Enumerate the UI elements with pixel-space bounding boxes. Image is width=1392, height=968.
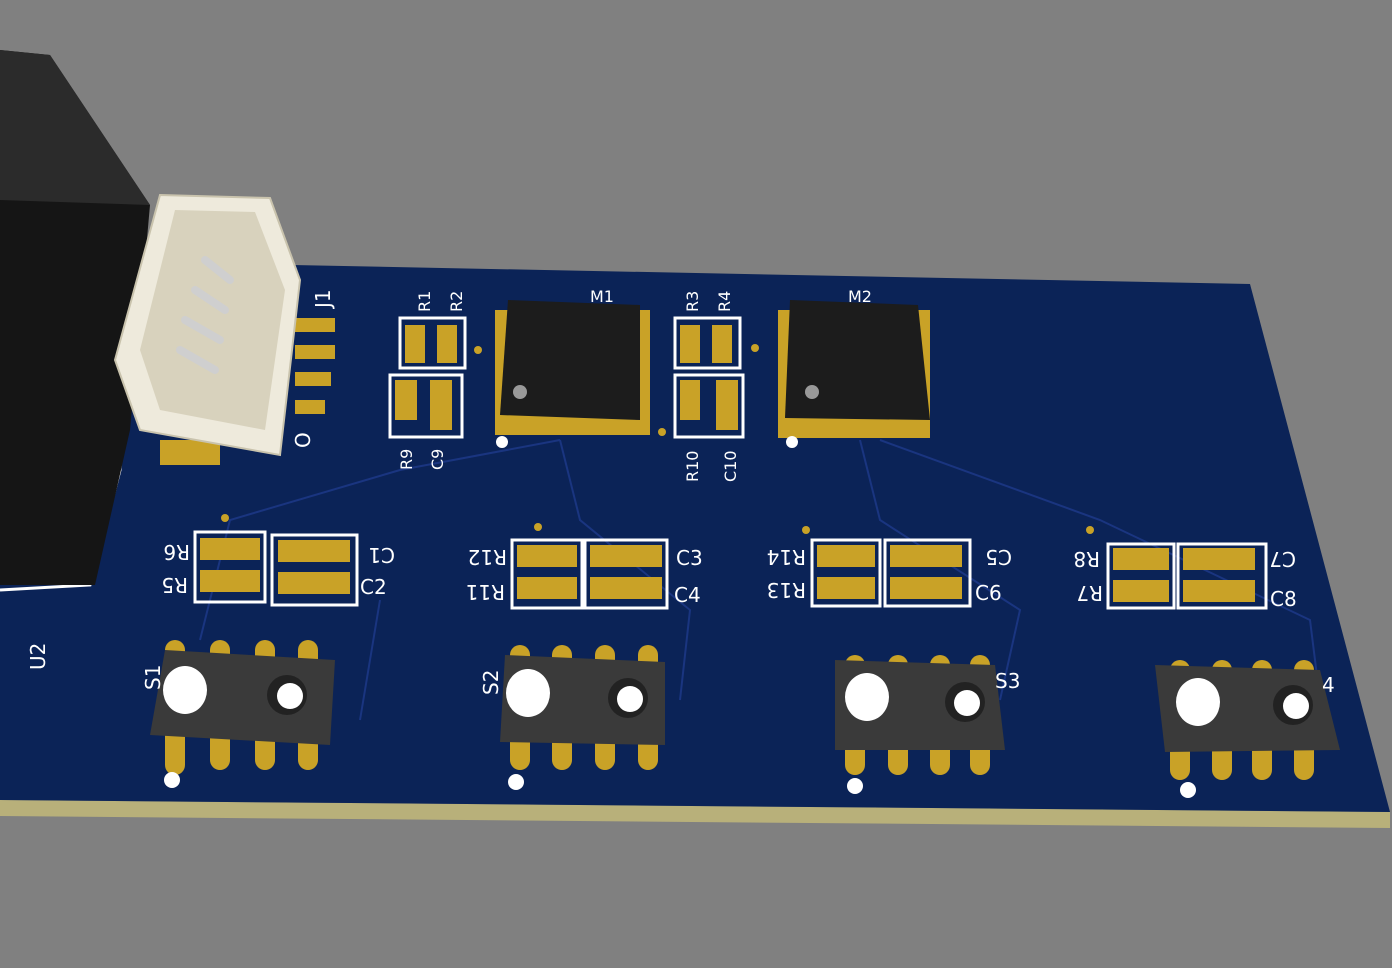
sensor-s4: 4 [1155, 660, 1340, 798]
label-r7: R7 [1076, 581, 1103, 605]
label-c3: C3 [676, 546, 703, 570]
label-s4: 4 [1322, 673, 1335, 697]
label-r10: R10 [683, 451, 702, 482]
label-c9: C9 [428, 449, 447, 470]
label-r8: R8 [1073, 547, 1100, 571]
label-m1: M1 [590, 287, 614, 306]
passives-group-s2: R12 R11 C3 C4 [466, 538, 703, 610]
label-c5: C5 [985, 545, 1012, 569]
label-r1: R1 [415, 291, 434, 312]
label-c4: C4 [674, 583, 701, 607]
passives-group-s4: R8 R7 C7 C8 [1073, 542, 1297, 611]
label-r6: R6 [163, 540, 190, 564]
passives-group-m1: R1 R2 R9 C9 [388, 291, 467, 470]
label-c7: C7 [1269, 547, 1296, 571]
label-s1: S1 [141, 665, 165, 690]
label-r2: R2 [447, 291, 466, 312]
label-c10: C10 [721, 450, 740, 482]
label-m2: M2 [848, 287, 872, 306]
board-edge [0, 800, 1390, 828]
u2-module-top [0, 50, 150, 205]
label-c1: C1 [368, 543, 395, 567]
label-r14: R14 [767, 545, 806, 569]
label-s3: S3 [995, 669, 1020, 693]
m2-ic: M2 [778, 287, 930, 448]
m1-ic: M1 [495, 287, 650, 448]
label-u2: U2 [26, 643, 50, 670]
label-r3: R3 [683, 291, 702, 312]
pcb-board [0, 262, 1390, 812]
label-r9: R9 [397, 449, 416, 470]
label-c6: C6 [975, 581, 1002, 605]
passives-group-s3: R14 R13 C5 C6 [767, 538, 1012, 608]
label-r5: R5 [161, 573, 188, 597]
sensor-s3: S3 [835, 655, 1020, 794]
label-c2: C2 [360, 575, 387, 599]
vias [221, 344, 1094, 534]
label-j1-pin1: O [291, 432, 315, 448]
j1-connector: J1 O [113, 193, 335, 465]
label-s2: S2 [479, 670, 503, 695]
label-r11: R11 [466, 580, 505, 604]
passives-group-m2: R3 R4 R10 C10 [673, 291, 745, 482]
label-r4: R4 [715, 291, 734, 312]
label-r13: R13 [767, 578, 806, 602]
label-j1: J1 [311, 289, 335, 310]
sensor-s2: S2 [479, 645, 665, 790]
sensor-s1: S1 [141, 640, 335, 788]
label-c8: C8 [1270, 587, 1297, 611]
label-r12: R12 [468, 545, 507, 569]
passives-group-s1: R6 R5 C1 C2 [161, 530, 395, 607]
